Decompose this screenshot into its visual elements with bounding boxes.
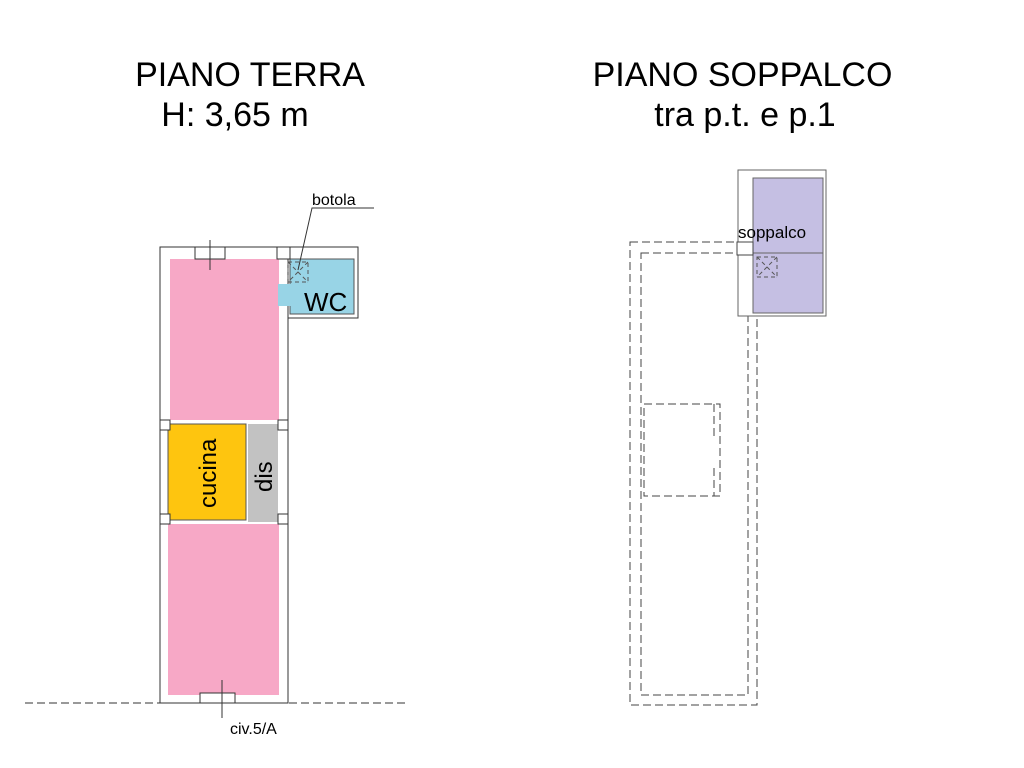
window-bottom: [199, 692, 236, 704]
wc-label: WC: [304, 287, 347, 317]
wall-pier: [277, 513, 289, 525]
botola-label: botola: [312, 192, 356, 209]
wall-pier: [276, 246, 291, 260]
hatch-botola-icon: [287, 261, 309, 283]
right-plan-subtitle: tra p.t. e p.1: [654, 96, 836, 134]
room-dis: [248, 424, 278, 522]
ground-floor-plan: [25, 207, 405, 718]
soppalco-label: soppalco: [738, 223, 806, 242]
room-living-upper: [170, 259, 279, 420]
mezzanine-plan: [629, 169, 827, 706]
room-living-lower: [168, 524, 279, 695]
room-soppalco: [752, 177, 824, 314]
wall-pier: [159, 513, 171, 525]
right-plan-title: PIANO SOPPALCO: [592, 56, 893, 94]
room-wc: [289, 258, 355, 315]
ground-floor-outline: [629, 241, 758, 706]
cucina-label: cucina: [195, 438, 222, 508]
botola-leader: [297, 207, 374, 271]
left-plan-title: PIANO TERRA: [135, 56, 365, 94]
wc-door-opening: [278, 284, 292, 306]
room-cucina: [167, 423, 247, 521]
dis-label: dis: [251, 461, 278, 492]
wall-pier: [159, 419, 171, 431]
left-plan-subtitle: H: 3,65 m: [161, 96, 309, 134]
hatch-botola-icon: [756, 256, 778, 278]
address-label: civ.5/A: [230, 721, 277, 738]
wall-pier: [736, 241, 754, 256]
wall-pier: [277, 419, 289, 431]
